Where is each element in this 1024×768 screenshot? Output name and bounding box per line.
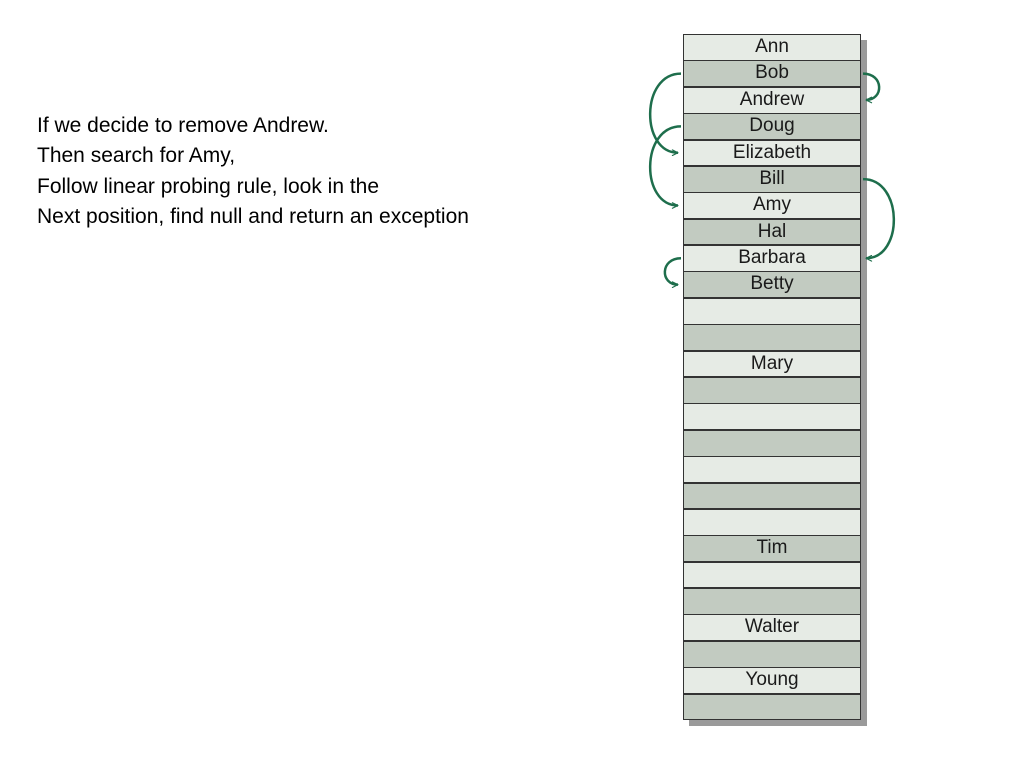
slot-empty — [683, 377, 861, 404]
slot-elizabeth: Elizabeth — [683, 139, 861, 167]
slot-betty: Betty — [683, 271, 861, 299]
explanation-text: If we decide to remove Andrew. Then sear… — [37, 111, 597, 232]
slot-ann: Ann — [683, 34, 861, 61]
explanation-line-2: Then search for Amy, — [37, 144, 236, 168]
slot-empty — [683, 508, 861, 536]
probe-arrow-bob-to-andrew — [862, 72, 881, 104]
slot-amy: Amy — [683, 192, 861, 220]
slot-empty — [683, 403, 861, 431]
probe-arrow-bill-to-barbara — [862, 177, 895, 262]
slot-empty — [683, 588, 861, 615]
slot-tim: Tim — [683, 535, 861, 563]
slot-empty — [683, 297, 861, 325]
slot-young: Young — [683, 667, 861, 695]
slot-empty — [683, 561, 861, 589]
slot-andrew: Andrew — [683, 86, 861, 114]
slot-barbara: Barbara — [683, 245, 861, 272]
probe-arrow-bob-to-elizabeth — [649, 72, 682, 157]
slot-doug: Doug — [683, 113, 861, 140]
slot-empty — [683, 324, 861, 352]
slot-empty — [683, 693, 861, 721]
explanation-line-4: Next position, find null and return an e… — [37, 204, 469, 228]
slot-hal: Hal — [683, 218, 861, 246]
slot-bill: Bill — [683, 165, 861, 193]
explanation-line-3: Follow linear probing rule, look in the — [37, 174, 380, 198]
slot-empty — [683, 429, 861, 457]
slot-mary: Mary — [683, 350, 861, 378]
slot-walter: Walter — [683, 614, 861, 642]
probe-arrow-barbara-to-betty — [663, 257, 682, 289]
slot-bob: Bob — [683, 60, 861, 88]
slot-empty — [683, 482, 861, 510]
slot-empty — [683, 456, 861, 483]
slot-empty — [683, 640, 861, 668]
explanation-line-1: If we decide to remove Andrew. — [37, 114, 329, 137]
probe-arrow-doug-to-amy — [649, 125, 682, 209]
